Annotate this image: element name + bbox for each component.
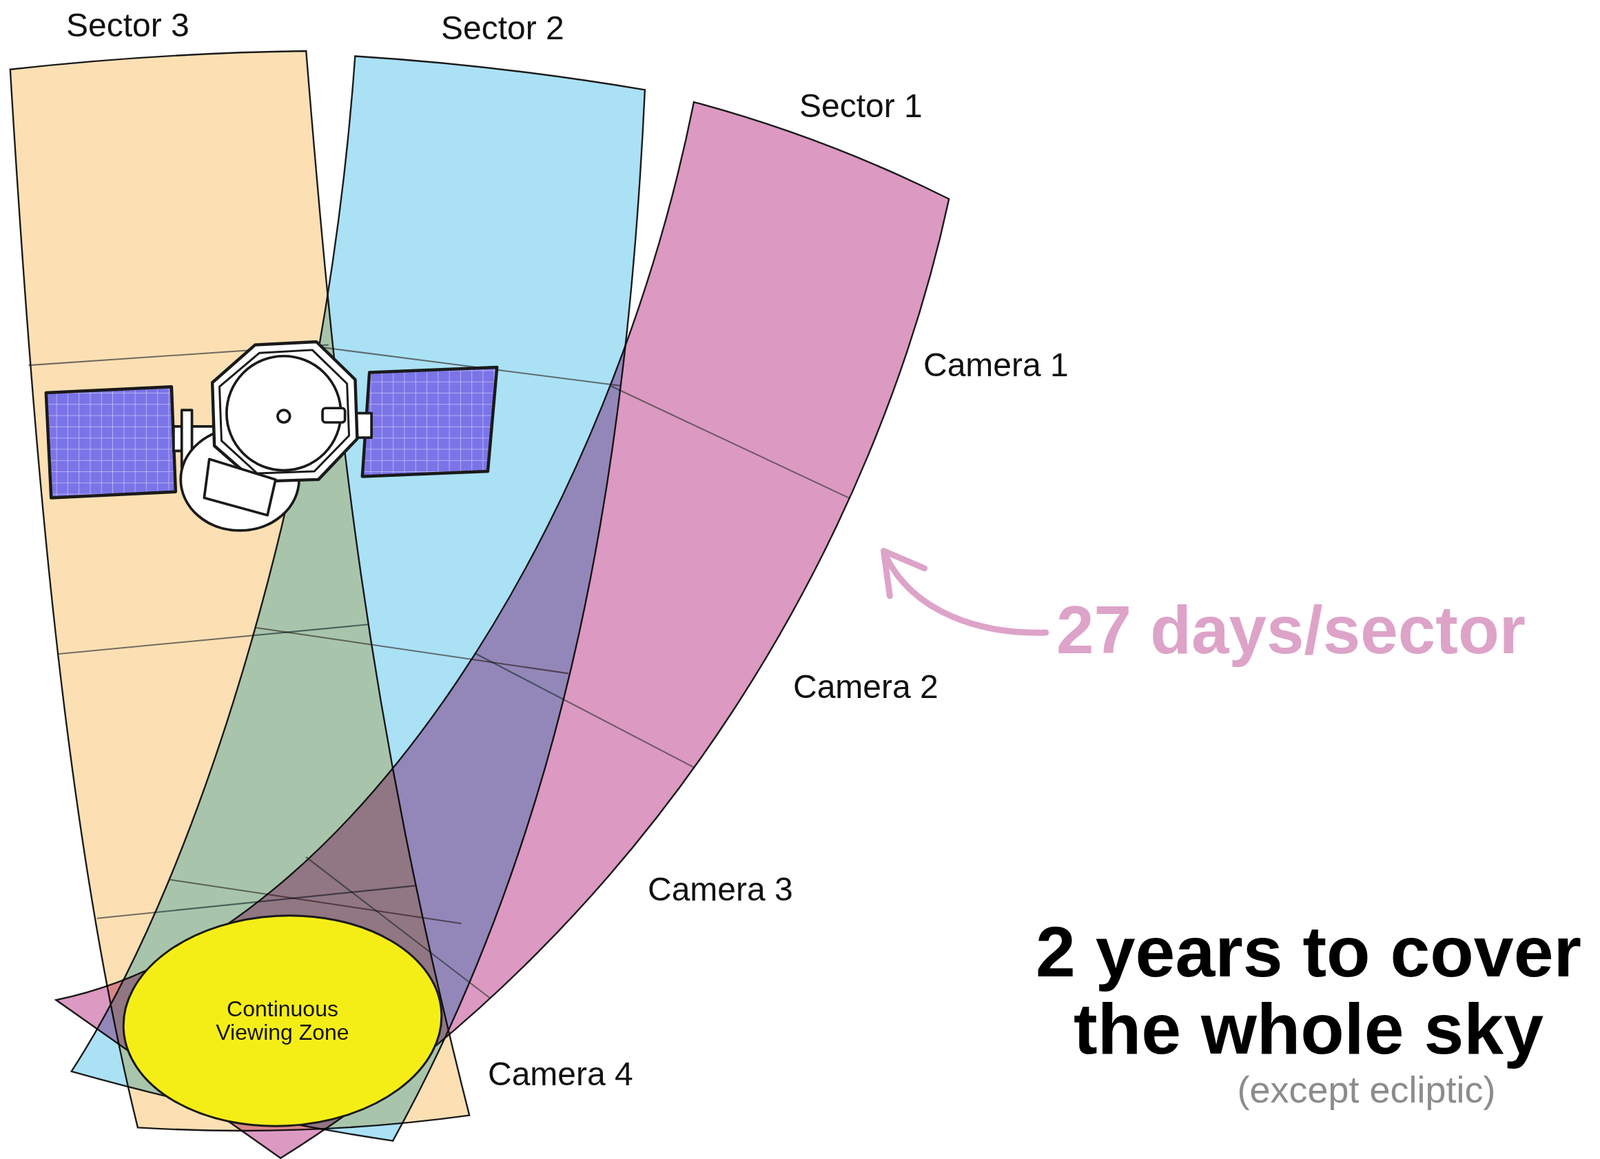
- band-fill: [55, 101, 949, 1159]
- label-holder: 27 days/sector: [1056, 591, 1526, 670]
- camera-divider: [610, 385, 850, 499]
- label-holder: 2 years to cover the whole sky: [1022, 913, 1595, 1069]
- label-holder: Camera 4: [487, 1054, 634, 1093]
- band-outline: [55, 101, 949, 1159]
- camera-label: Camera 2: [793, 667, 939, 706]
- label-holder: Camera 1: [923, 345, 1069, 384]
- arrow-head: [883, 551, 925, 597]
- spacecraft: [46, 341, 497, 531]
- solar-panel: [362, 367, 497, 477]
- spacecraft-base: [180, 428, 300, 531]
- sector-heading: Sector 2: [440, 8, 565, 47]
- sensor-box: [322, 407, 346, 423]
- zone-ellipse: [117, 907, 447, 1135]
- label-holder: (except ecliptic): [1159, 1068, 1574, 1111]
- heading-holder: Sector 1: [799, 86, 923, 125]
- spacecraft-box: [203, 458, 276, 515]
- heading-holder: Sector 3: [66, 6, 190, 45]
- viewing-zone-ellipse: Continuous Viewing Zone: [121, 913, 444, 1128]
- solar-panel: [46, 386, 176, 498]
- summary-note: (except ecliptic): [1159, 1068, 1574, 1111]
- camera-divider: [28, 345, 328, 366]
- spacecraft-body: [212, 341, 357, 482]
- summary-heading: 2 years to cover the whole sky: [1022, 913, 1595, 1069]
- panel-arm: [173, 426, 215, 452]
- sector-heading: Sector 1: [799, 86, 923, 125]
- camera-divider: [474, 653, 694, 768]
- camera-lens: [226, 356, 342, 471]
- camera-divider: [318, 346, 621, 386]
- label-holder: Camera 2: [793, 667, 939, 706]
- label-holder: Camera 3: [647, 870, 794, 909]
- lens-dot: [277, 409, 291, 423]
- heading-holder: Sector 2: [440, 8, 565, 47]
- panel-arm: [345, 413, 372, 439]
- camera-label: Camera 3: [647, 870, 794, 909]
- camera-label: Camera 1: [923, 345, 1069, 384]
- callout-arrow: [885, 556, 1046, 633]
- spacecraft-body: [219, 350, 350, 474]
- camera-label: Camera 4: [487, 1054, 634, 1093]
- sector-heading: Sector 3: [66, 6, 190, 45]
- callout-text: 27 days/sector: [1056, 591, 1526, 670]
- ellipse-text-area: Continuous Viewing Zone: [121, 913, 444, 1128]
- panel-arm: [181, 409, 193, 468]
- zone-label: Continuous Viewing Zone: [196, 997, 369, 1044]
